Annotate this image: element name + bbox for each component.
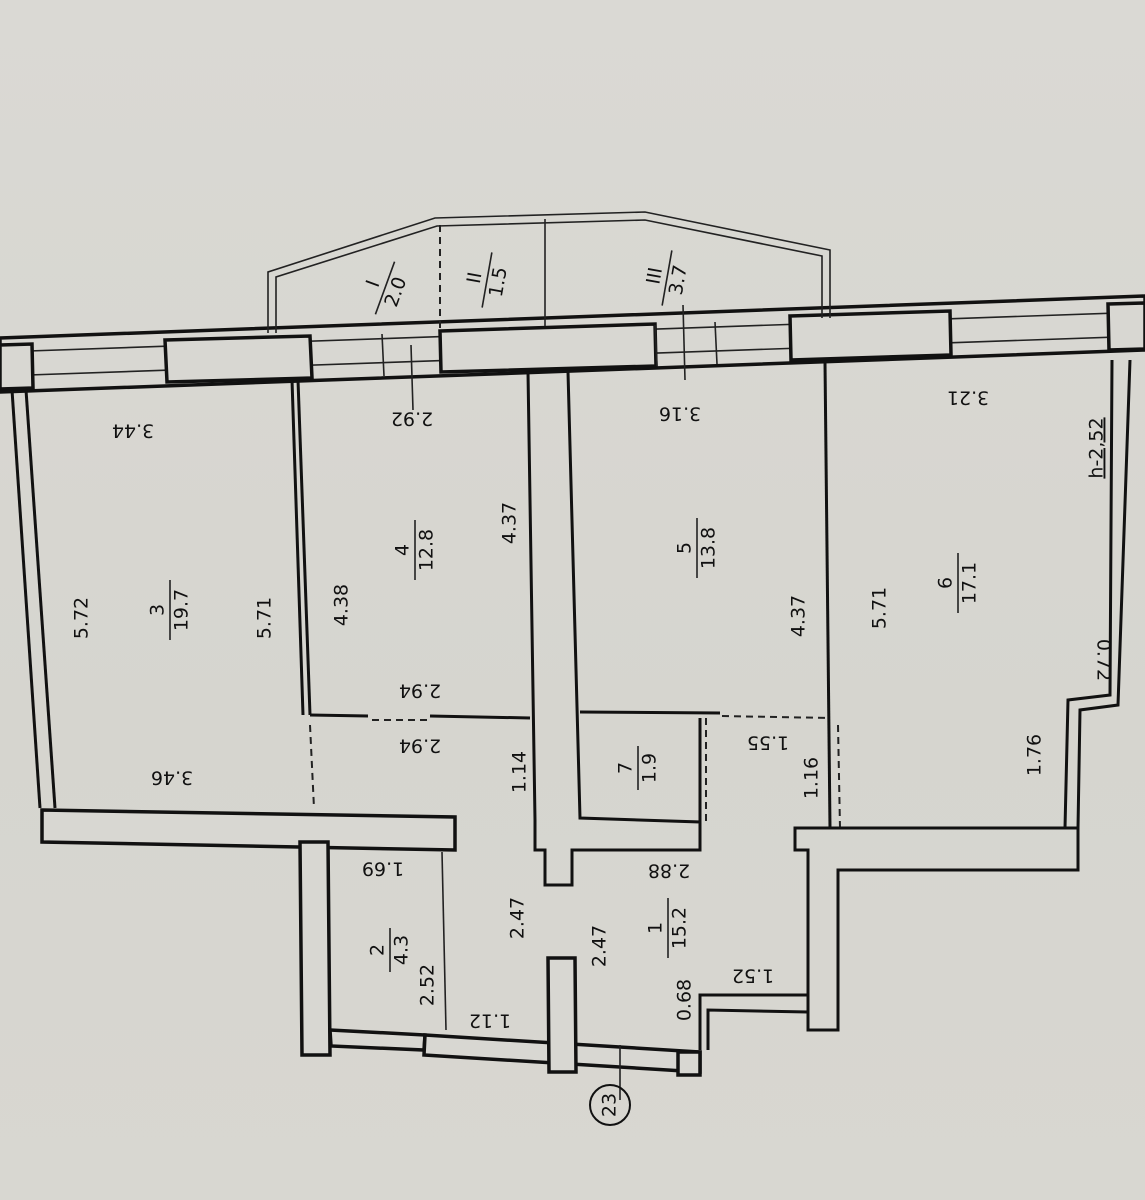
- dim-r6-top: 3.21: [947, 387, 989, 409]
- room-area: 19.7: [171, 589, 193, 631]
- room-area: 12.8: [416, 529, 438, 571]
- interior-walls: [10, 359, 1132, 1100]
- dim-hall-top: 2.94: [399, 735, 441, 757]
- balcony-outline: [267, 211, 831, 333]
- room-number: 4: [392, 544, 414, 556]
- balcony-number: I: [362, 277, 385, 290]
- room-1-label: 1 15.2: [645, 898, 691, 958]
- dim-2-47a: 2.47: [507, 897, 529, 939]
- dim-2-88: 2.88: [648, 860, 690, 882]
- room-area: 17.1: [959, 562, 981, 604]
- room-3-label: 3 19.7: [147, 580, 193, 640]
- dim-r4-right: 4.37: [499, 502, 521, 544]
- axis-number: 23: [599, 1093, 621, 1117]
- room-number: 7: [615, 762, 637, 774]
- room-4-label: 4 12.8: [392, 520, 438, 580]
- room-6-label: 6 17.1: [935, 553, 981, 613]
- room-7-label: 7 1.9: [615, 746, 661, 790]
- room-number: 1: [645, 922, 667, 934]
- room-2-label: 2 4.3: [367, 928, 413, 972]
- room-area: 15.2: [669, 907, 691, 949]
- room-area: 4.3: [391, 935, 413, 965]
- dim-1-14: 1.14: [509, 751, 531, 793]
- room-number: 3: [147, 604, 169, 616]
- ceiling-height: h-2,52: [1086, 417, 1108, 478]
- dim-2-47b: 2.47: [589, 925, 611, 967]
- balcony-area: 3.7: [665, 263, 692, 297]
- balcony-1-label: I 2.0: [362, 261, 411, 315]
- dim-0-72: 0.72: [1093, 639, 1115, 681]
- dim-r4-left: 4.38: [331, 584, 353, 626]
- dim-r4-top: 2.92: [391, 408, 433, 430]
- dim-1-16: 1.16: [801, 757, 823, 799]
- dim-r2-side: 2.52: [417, 964, 439, 1006]
- dim-r6-left: 5.71: [869, 587, 891, 629]
- balcony-number: III: [642, 266, 667, 286]
- dim-1-12: 1.12: [469, 1010, 511, 1032]
- dim-r5-top: 3.16: [659, 403, 701, 425]
- room-number: 2: [367, 944, 389, 956]
- dim-0-68: 0.68: [674, 979, 696, 1021]
- room-area: 13.8: [698, 527, 720, 569]
- dim-r3-top: 3.44: [112, 420, 154, 442]
- room-area: 1.9: [639, 753, 661, 783]
- dimension-labels: 3.44 2.92 3.16 3.21 2.94 2.94 3.46 1.55 …: [71, 387, 1115, 1032]
- dim-1-55: 1.55: [747, 732, 789, 754]
- axis-marker: 23: [589, 1084, 631, 1126]
- dim-r3-right: 5.71: [254, 597, 276, 639]
- balcony-number: II: [463, 270, 487, 285]
- room-5-label: 5 13.8: [674, 518, 720, 578]
- dim-r5-right: 4.37: [788, 595, 810, 637]
- dim-r3-left: 5.72: [71, 597, 93, 639]
- exterior-wall-top: [0, 294, 1145, 411]
- dim-1-52: 1.52: [732, 965, 774, 987]
- room-number: 5: [674, 542, 696, 554]
- balcony-area: 2.0: [380, 274, 411, 310]
- dim-r4-bottom: 2.94: [399, 680, 441, 702]
- balcony-area: 1.5: [485, 265, 512, 299]
- room-number: 6: [935, 577, 957, 589]
- dim-1-76: 1.76: [1024, 734, 1046, 776]
- balcony-2-label: II 1.5: [463, 252, 512, 308]
- dim-r2-top: 1.69: [362, 858, 404, 880]
- dim-r3-bottom: 3.46: [151, 767, 193, 789]
- balcony-3-label: III 3.7: [642, 250, 692, 306]
